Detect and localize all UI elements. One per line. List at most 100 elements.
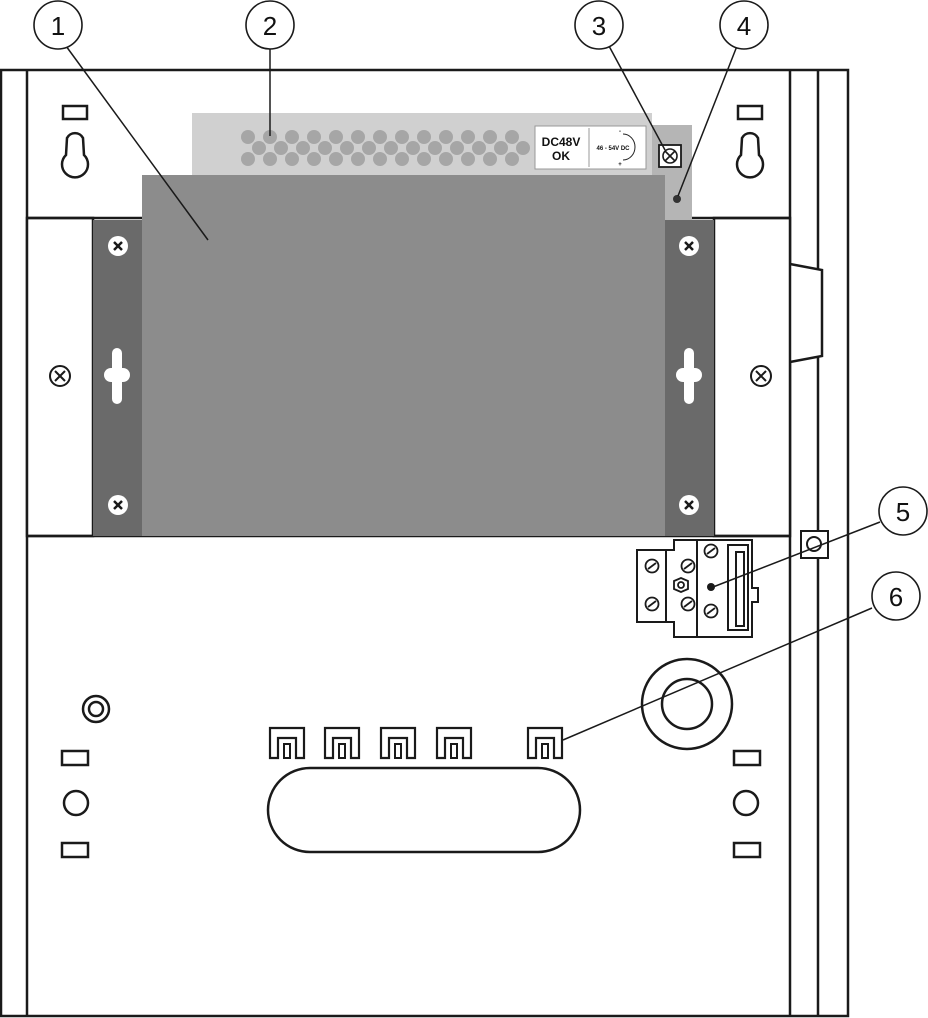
screw-icon [49,365,71,387]
vent-hole [252,141,266,155]
ground-stud [800,530,829,559]
screw-icon [703,603,719,619]
psu-label-plus: + [618,162,622,168]
screw-icon [750,365,772,387]
screw-icon [680,596,696,612]
vent-hole [318,141,332,155]
vent-hole [329,130,343,144]
psu-label-range: 46 - 54V DC [596,146,630,152]
psu-label-ok: OK [552,149,570,163]
cable-tie-tab-slot [338,743,346,759]
vent-hole [505,130,519,144]
cable-bushing-left [81,694,111,724]
vent-hole [450,141,464,155]
terminal-center-point [707,583,715,591]
mounting-holes-left [60,749,90,859]
rail-slot-left [104,348,130,404]
psu-led-indicator [673,195,681,203]
screw-icon [644,558,660,574]
svg-text:4: 4 [737,11,751,41]
mounting-holes-right [732,749,762,859]
cable-tie-tabs [268,726,564,760]
rail-slot-right [676,348,702,404]
cable-tie-tab-slot [283,743,291,759]
vent-hole [483,130,497,144]
cable-entry-hole [640,657,734,751]
callout-4: 4 [719,0,769,50]
cable-tie-tab [526,726,564,760]
rail-screws [108,236,699,515]
svg-text:1: 1 [51,11,65,41]
callout-6: 6 [871,571,921,621]
vent-hole [285,130,299,144]
vent-hole [472,141,486,155]
panel-screws [49,365,772,387]
vent-hole [461,130,475,144]
svg-text:2: 2 [263,11,277,41]
vent-hole [395,130,409,144]
vent-hole [263,152,277,166]
svg-text:5: 5 [896,497,910,527]
psu-status-label: DC48V OK 46 - 54V DC - + [534,125,647,170]
vent-hole [384,141,398,155]
vent-hole [461,152,475,166]
screw-icon [679,236,699,256]
vent-hole [241,130,255,144]
voltage-adjust-potentiometer [658,144,682,168]
keyhole-slot-left [60,104,90,179]
callout-5: 5 [878,486,928,536]
vent-hole [296,141,310,155]
callout-2: 2 [245,0,295,50]
vent-hole [395,152,409,166]
hex-nut [673,577,689,593]
vent-hole [373,130,387,144]
vent-hole [373,152,387,166]
psu-label-minus: - [619,129,621,135]
svg-text:6: 6 [889,582,903,612]
leader-lines [65,45,881,741]
vent-hole [439,130,453,144]
terminal-block-with-fuse [636,539,759,638]
vent-holes [241,130,530,166]
screw-icon [108,236,128,256]
vent-hole [307,130,321,144]
screw-icon [703,543,719,559]
vent-hole [417,130,431,144]
svg-text:3: 3 [592,11,606,41]
power-supply-unit [142,175,665,536]
cable-tie-tab [323,726,361,760]
vent-hole [285,152,299,166]
vent-hole [516,141,530,155]
screw-icon [680,558,696,574]
vent-hole [428,141,442,155]
vent-hole [329,152,343,166]
cable-tie-tab [379,726,417,760]
keyhole-slot-right [735,104,765,179]
vent-hole [417,152,431,166]
vent-hole [307,152,321,166]
vent-hole [494,141,508,155]
vent-hole [483,152,497,166]
vent-hole [362,141,376,155]
screw-icon [108,495,128,515]
callout-3: 3 [574,0,624,50]
psu-label-voltage: DC48V [542,135,581,149]
cable-tie-tab-slot [450,743,458,759]
vent-hole [241,152,255,166]
cable-tie-tab-slot [394,743,402,759]
vent-hole [439,152,453,166]
enclosure-housing [0,68,850,1018]
vent-hole [263,130,277,144]
vent-hole [351,130,365,144]
vent-hole [340,141,354,155]
adjust-arrow-icon [622,133,636,161]
callout-1: 1 [33,0,83,50]
cable-tie-tab-slot [541,743,549,759]
vent-hole [505,152,519,166]
screw-icon [679,495,699,515]
terminal-screws [644,543,719,619]
screw-icon [644,596,660,612]
cable-tie-tab [435,726,473,760]
vent-hole [351,152,365,166]
